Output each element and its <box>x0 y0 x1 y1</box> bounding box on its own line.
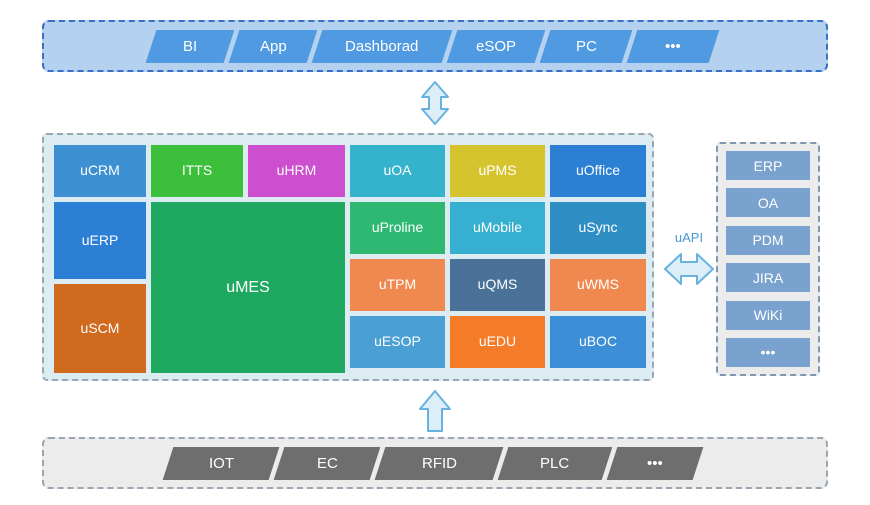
presentation-chip-list: BI App Dashborad eSOP PC ••• <box>145 22 720 70</box>
chip-PLC[interactable]: PLC <box>497 446 612 480</box>
module-tile-uoffice[interactable]: uOffice <box>550 145 646 197</box>
chip-label: ••• <box>665 37 681 55</box>
module-tile-label: uCRM <box>80 162 120 179</box>
external-system-label: ERP <box>753 157 783 174</box>
double-arrow-horizontal-icon <box>664 253 714 285</box>
module-tile-label: uBOC <box>578 333 618 350</box>
chip-eSOP[interactable]: eSOP <box>446 29 546 63</box>
chip-RFID[interactable]: RFID <box>374 446 503 480</box>
uapi-connector-arrow <box>663 248 715 290</box>
device-to-platform-arrow <box>414 389 456 433</box>
module-tile-uhrm[interactable]: uHRM <box>248 145 345 197</box>
module-tile-umes[interactable]: uMES <box>151 202 345 373</box>
module-tile-uerp[interactable]: uERP <box>54 202 146 279</box>
module-tile-label: uMobile <box>472 219 523 236</box>
external-system-label: WiKi <box>753 307 783 324</box>
presentation-layer-band: BI App Dashborad eSOP PC ••• <box>42 20 828 72</box>
module-tile-uqms[interactable]: uQMS <box>450 259 545 311</box>
module-tile-uoa[interactable]: uOA <box>350 145 445 197</box>
external-system-pdm[interactable]: PDM <box>726 225 810 255</box>
chip-label: PLC <box>539 454 570 472</box>
module-tile-label: uMES <box>226 278 270 296</box>
module-tile-label: uSCM <box>80 319 120 336</box>
external-system-jira[interactable]: JIRA <box>726 263 810 293</box>
module-tile-label: uOA <box>383 162 412 179</box>
chip-label: App <box>259 37 287 55</box>
module-tile-label: uERP <box>81 231 119 248</box>
module-tile-label: uPMS <box>478 162 517 179</box>
chip-PC[interactable]: PC <box>539 29 633 63</box>
chip-App[interactable]: App <box>228 29 318 63</box>
chip-label: IOT <box>208 454 233 472</box>
module-tile-umobile[interactable]: uMobile <box>450 202 545 254</box>
module-tile-utpm[interactable]: uTPM <box>350 259 445 311</box>
module-tile-usync[interactable]: uSync <box>550 202 646 254</box>
external-system-wiki[interactable]: WiKi <box>726 300 810 330</box>
device-chip-list: IOT EC RFID PLC ••• <box>162 439 703 487</box>
chip-IOT[interactable]: IOT <box>162 446 279 480</box>
chip-label: EC <box>316 454 337 472</box>
chip-label: PC <box>575 37 597 55</box>
chip-label: BI <box>182 37 198 55</box>
external-systems-panel: ERP OA PDM JIRA WiKi ••• <box>716 142 820 376</box>
device-layer-band: IOT EC RFID PLC ••• <box>42 437 828 489</box>
module-tile-uedu[interactable]: uEDU <box>450 316 545 368</box>
module-tile-uscm[interactable]: uSCM <box>54 284 146 373</box>
external-system-label: OA <box>757 194 779 211</box>
module-tile-uwms[interactable]: uWMS <box>550 259 646 311</box>
uapi-label: uAPI <box>674 230 704 245</box>
chip-[interactable]: ••• <box>606 446 703 480</box>
double-arrow-vertical-icon <box>421 81 449 125</box>
external-system-more[interactable]: ••• <box>726 337 810 367</box>
chip-label: eSOP <box>475 37 517 55</box>
application-platform-container: uCRM ITTS uHRM uOA uPMS uOffice uERP uSCM uMES uP… <box>42 133 654 381</box>
module-tile-uboc[interactable]: uBOC <box>550 316 646 368</box>
chip-BI[interactable]: BI <box>145 29 235 63</box>
module-tile-label: ITTS <box>181 162 213 179</box>
module-tile-label: uEDU <box>478 333 517 350</box>
module-tile-uesop[interactable]: uESOP <box>350 316 445 368</box>
module-tile-label: uESOP <box>374 333 421 350</box>
module-tile-label: uTPM <box>378 276 417 293</box>
module-tile-label: uQMS <box>477 276 518 293</box>
arrow-up-icon <box>419 390 451 432</box>
chip-label: Dashborad <box>345 37 419 55</box>
module-tile-itts[interactable]: ITTS <box>151 145 243 197</box>
external-system-erp[interactable]: ERP <box>726 151 810 180</box>
module-tile-label: uWMS <box>577 276 619 293</box>
chip-label: ••• <box>646 454 663 472</box>
chip-[interactable]: ••• <box>626 29 720 63</box>
module-tile-label: uOffice <box>575 162 621 179</box>
module-tile-label: uSync <box>578 219 618 236</box>
external-system-label: JIRA <box>752 269 784 286</box>
module-tile-uproline[interactable]: uProline <box>350 202 445 254</box>
chip-Dashborad[interactable]: Dashborad <box>311 29 453 63</box>
chip-label: RFID <box>421 454 456 472</box>
module-grid: uCRM ITTS uHRM uOA uPMS uOffice uERP uSCM uMES uP… <box>54 145 646 373</box>
external-system-label: PDM <box>752 232 784 249</box>
external-system-label: ••• <box>760 344 776 361</box>
module-tile-label: uHRM <box>276 162 317 179</box>
chip-EC[interactable]: EC <box>273 446 380 480</box>
module-tile-upms[interactable]: uPMS <box>450 145 545 197</box>
external-system-oa[interactable]: OA <box>726 188 810 218</box>
module-tile-ucrm[interactable]: uCRM <box>54 145 146 197</box>
module-tile-label: uProline <box>371 219 424 236</box>
platform-to-presentation-arrow <box>414 80 456 126</box>
